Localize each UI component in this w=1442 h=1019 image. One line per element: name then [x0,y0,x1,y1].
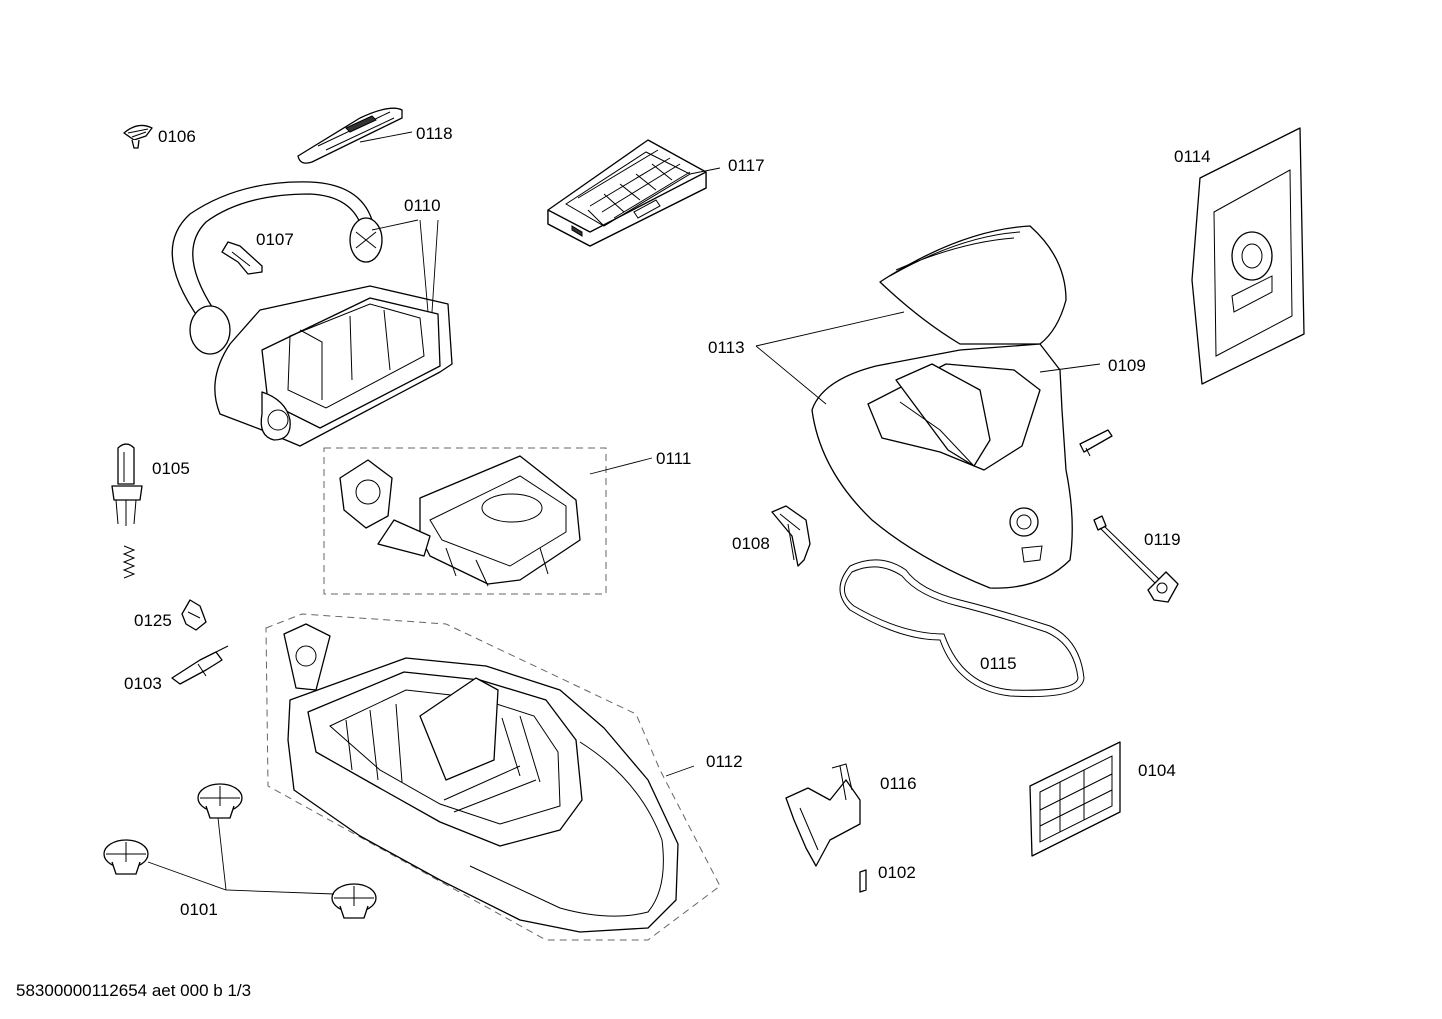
part-0105-spring [122,545,136,579]
part-0108-clip [771,505,811,567]
part-0112-base-housing [265,613,721,941]
label-0104: 0104 [1138,761,1176,780]
label-0114: 0114 [1174,147,1211,166]
label-0113: 0113 [708,338,745,357]
label-0107: 0107 [256,230,294,249]
drawing-reference-number: 58300000112654 aet 000 b 1/3 [16,981,252,1000]
label-0110: 0110 [404,196,441,215]
label-0105: 0105 [152,459,190,478]
part-0116-bracket [785,763,861,867]
label-0103: 0103 [124,674,162,693]
label-0118: 0118 [416,124,453,143]
label-0117: 0117 [728,156,765,175]
label-0109: 0109 [1108,356,1146,375]
part-0104-filter-grille [1029,741,1121,857]
part-0102-pad [859,869,867,893]
part-connector [1079,429,1113,457]
part-0117-filter-cassette [547,139,721,247]
label-0108: 0108 [732,534,770,553]
part-0113-upper-shell [755,225,1101,589]
part-0118-grip [297,107,413,164]
part-0111-motor-mount [323,447,653,595]
label-0125: 0125 [134,611,172,630]
part-0110-handle-housing [171,181,453,447]
label-0111: 0111 [656,449,692,468]
label-0106: 0106 [158,127,196,146]
label-0101: 0101 [180,900,218,919]
part-0105-holder [111,443,143,526]
part-0125-latch [181,599,207,631]
part-0119-spindle [1093,515,1179,603]
part-0107-clip [221,241,263,275]
label-0112: 0112 [706,752,743,771]
part-0115-gasket [839,559,1085,698]
label-0119: 0119 [1144,530,1181,549]
part-0103-latch [171,645,229,685]
label-0116: 0116 [880,774,917,793]
label-0115: 0115 [980,654,1017,673]
part-0101-wheels [103,783,377,919]
part-0106-clip [123,124,153,149]
part-0114-dust-bag [1191,127,1305,385]
label-0102: 0102 [878,863,916,882]
